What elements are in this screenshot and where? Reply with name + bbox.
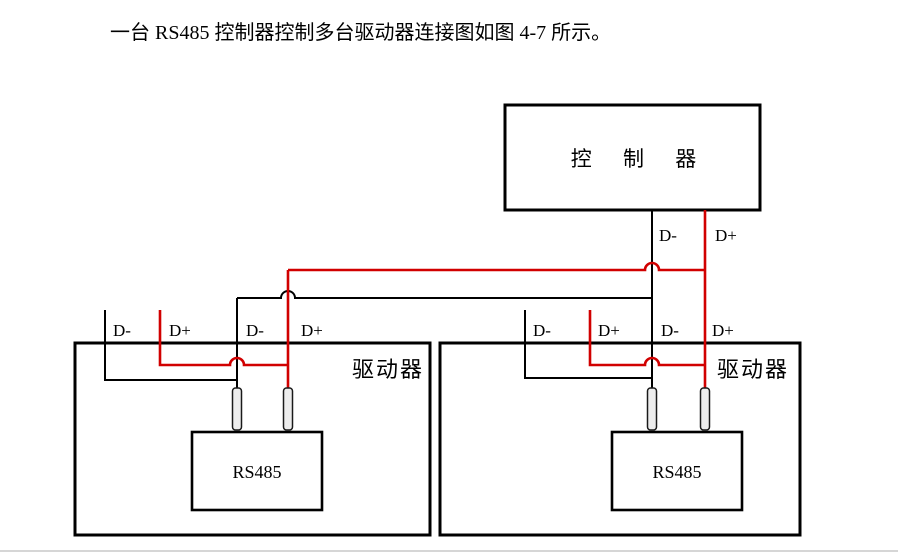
dplus-bus-wire bbox=[288, 261, 705, 272]
driver1-rs485-box bbox=[190, 430, 324, 512]
driver1-label: 驱动器 bbox=[352, 357, 424, 382]
driver2-terminal2-dplus-label: D+ bbox=[598, 321, 620, 340]
controller-dplus-label: D+ bbox=[715, 226, 737, 245]
driver2-terminal1-dminus-label: D- bbox=[533, 321, 551, 340]
driver2-internal-dplus-wire bbox=[588, 310, 705, 367]
driver2-internal-dminus-wire bbox=[524, 310, 652, 379]
driver2-rs485-box bbox=[610, 430, 744, 512]
controller-dminus-label: D- bbox=[659, 226, 677, 245]
driver1-internal-dminus-wire bbox=[104, 310, 237, 381]
controller-label: 控 制 器 bbox=[571, 147, 710, 171]
driver2-dminus-pin bbox=[646, 387, 658, 431]
driver1-terminal1-dminus-label: D- bbox=[113, 321, 131, 340]
figure-caption: 一台 RS485 控制器控制多台驱动器连接图如图 4-7 所示。 bbox=[110, 21, 611, 44]
controller-box bbox=[503, 103, 762, 212]
driver2-box bbox=[438, 341, 802, 537]
driver1-rs485-label: RS485 bbox=[232, 462, 281, 482]
driver2-dplus-pin bbox=[699, 387, 711, 431]
driver1-terminal2-dplus-label: D+ bbox=[169, 321, 191, 340]
driver1-terminal4-dplus-label: D+ bbox=[301, 321, 323, 340]
driver2-terminal4-dplus-label: D+ bbox=[712, 321, 734, 340]
driver2-label: 驱动器 bbox=[717, 357, 789, 382]
driver1-internal-dplus-wire bbox=[158, 310, 288, 367]
driver1-terminal3-dminus-label: D- bbox=[246, 321, 264, 340]
driver2-rs485-label: RS485 bbox=[652, 462, 701, 482]
driver1-box bbox=[73, 341, 432, 537]
driver1-dplus-pin bbox=[282, 387, 294, 431]
dminus-bus-wire bbox=[237, 290, 652, 299]
driver2-terminal3-dminus-label: D- bbox=[661, 321, 679, 340]
driver1-dminus-pin bbox=[231, 387, 243, 431]
